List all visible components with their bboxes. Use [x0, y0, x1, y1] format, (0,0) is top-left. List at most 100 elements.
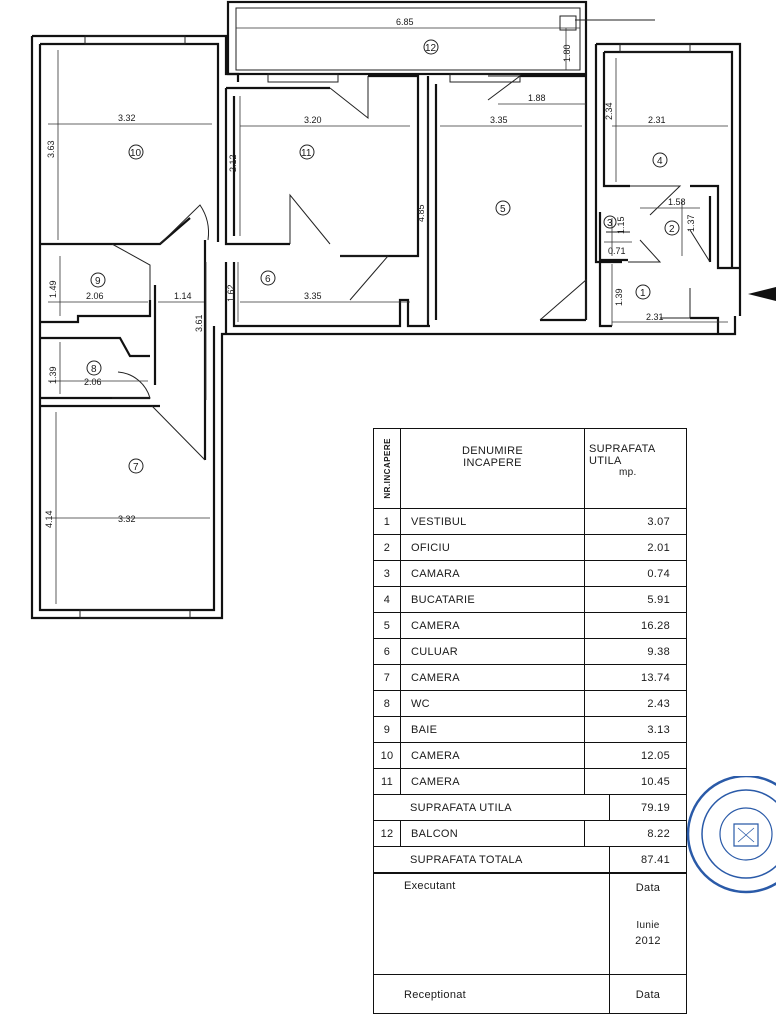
row-name: CAMERA: [401, 743, 585, 768]
row-nr: 7: [374, 665, 401, 690]
header-name-line1: DENUMIRE: [461, 445, 524, 457]
room-number-3: 3: [607, 218, 613, 229]
room-number-5: 5: [500, 204, 506, 215]
area-table: NR.INCAPERE DENUMIRE INCAPERE SUPRAFATA …: [373, 428, 687, 1014]
header-area-line2: UTILA: [589, 455, 622, 467]
row-name: CULUAR: [401, 639, 585, 664]
header-unit: mp.: [619, 467, 637, 478]
dim-label: 1.15: [616, 216, 626, 234]
receptionat-block: Receptionat Data: [374, 975, 686, 1014]
dim-label: 1.80: [562, 44, 572, 62]
dim-label: 1.88: [528, 93, 546, 103]
room-number-2: 2: [669, 224, 675, 235]
receptionat-label: Receptionat: [404, 989, 467, 1001]
row-nr: 8: [374, 691, 401, 716]
row-nr: 12: [374, 821, 401, 846]
row-area: 2.01: [647, 541, 670, 554]
useful-area-value: 79.19: [640, 801, 670, 814]
room-number-6: 6: [265, 274, 271, 285]
dim-label: 1.14: [174, 291, 192, 301]
dim-label: 4.85: [416, 204, 426, 222]
executant-label: Executant: [404, 880, 456, 892]
dim-label: 1.62: [226, 284, 236, 302]
row-nr: 11: [374, 769, 401, 794]
door-swings: [111, 75, 711, 461]
row-area: 2.43: [647, 697, 670, 710]
row-area: 9.38: [647, 645, 670, 658]
windows: [79, 35, 691, 619]
dim-label: 2.31: [646, 312, 664, 322]
dim-label: 1.37: [686, 214, 696, 232]
row-area: 12.05: [640, 749, 670, 762]
entrance-arrow-icon: [748, 287, 776, 301]
header-name-line2: INCAPERE: [463, 457, 522, 469]
row-name: WC: [401, 691, 585, 716]
dim-label: 1.39: [614, 288, 624, 306]
date-label: Data: [635, 882, 661, 894]
room-number-7: 7: [133, 462, 139, 473]
dimension-lines: [48, 27, 728, 604]
row-area: 0.74: [647, 567, 670, 580]
row-name: CAMERA: [401, 769, 585, 794]
useful-area-row: SUPRAFATA UTILA 79.19: [374, 795, 686, 821]
room-number-10: 10: [130, 148, 142, 159]
dim-label: 3.35: [304, 291, 322, 301]
balcony-row: 12 BALCON 8.22: [374, 821, 686, 847]
dim-label: 2.12: [228, 154, 238, 172]
dim-label: 3.35: [490, 115, 508, 125]
table-header: NR.INCAPERE DENUMIRE INCAPERE SUPRAFATA …: [374, 429, 686, 509]
total-area-value: 87.41: [640, 853, 670, 866]
header-area-line1: SUPRAFATA: [589, 443, 656, 455]
date-month: Iunie: [636, 920, 660, 931]
floor-plan: 6.85 1.80 1.88 3.32 3.63 3.20 2.12 3.35 …: [30, 0, 776, 620]
dim-label: 3.32: [118, 514, 136, 524]
row-name: CAMERA: [401, 613, 585, 638]
row-name: BALCON: [401, 821, 585, 846]
dim-label: 1.49: [48, 280, 58, 298]
row-nr: 6: [374, 639, 401, 664]
row-name: OFICIU: [401, 535, 585, 560]
dim-label: 2.06: [84, 377, 102, 387]
dim-label: 3.61: [194, 314, 204, 332]
room-number-11: 11: [301, 148, 312, 159]
dim-label: 3.20: [304, 115, 322, 125]
room-number-8: 8: [91, 364, 97, 375]
row-area: 16.28: [640, 619, 670, 632]
dimension-labels: 6.85 1.80 1.88 3.32 3.63 3.20 2.12 3.35 …: [44, 17, 696, 528]
date-label-2: Data: [635, 989, 661, 1001]
dim-label: 4.14: [44, 510, 54, 528]
dim-label: 2.34: [604, 102, 614, 120]
row-area: 8.22: [647, 827, 670, 840]
row-area: 3.13: [647, 723, 670, 736]
dim-label: 2.31: [648, 115, 666, 125]
room-number-9: 9: [95, 276, 101, 287]
total-area-label: SUPRAFATA TOTALA: [374, 847, 610, 872]
dim-label: 1.58: [668, 197, 686, 207]
row-nr: 4: [374, 587, 401, 612]
row-name: BAIE: [401, 717, 585, 742]
room-number-12: 12: [425, 43, 437, 54]
room-number-1: 1: [640, 288, 646, 299]
dim-label: 0.71: [608, 246, 626, 256]
row-nr: 3: [374, 561, 401, 586]
dim-label: 6.85: [396, 17, 414, 27]
dim-label: 3.32: [118, 113, 136, 123]
balcony-outline: [226, 0, 588, 76]
row-name: VESTIBUL: [401, 509, 585, 534]
row-nr: 9: [374, 717, 401, 742]
room-number-4: 4: [657, 156, 663, 167]
dim-label: 1.39: [48, 366, 58, 384]
row-area: 3.07: [647, 515, 670, 528]
row-name: CAMARA: [401, 561, 585, 586]
